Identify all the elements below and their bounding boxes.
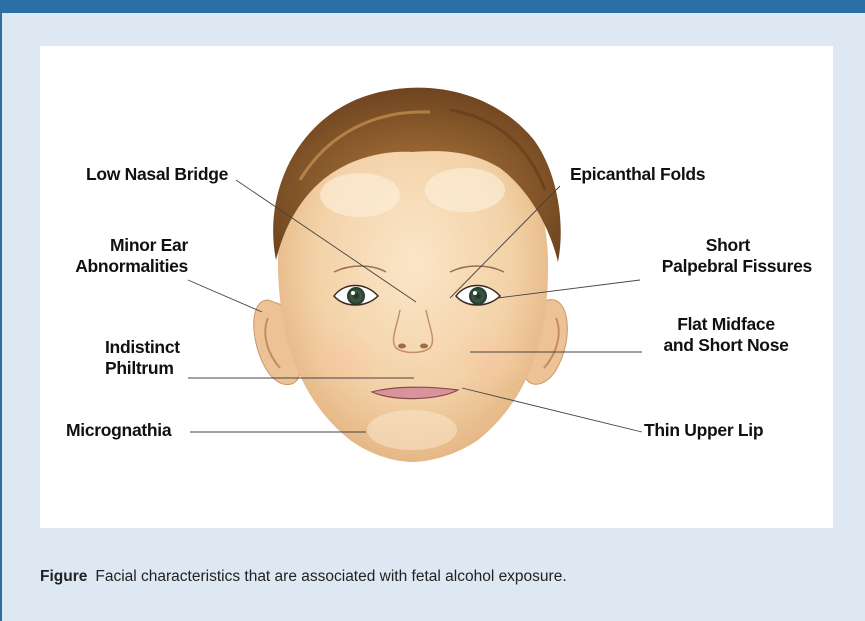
label-short-palpebral-line2: Palpebral Fissures xyxy=(628,256,812,277)
label-minor-ear-line2: Abnormalities xyxy=(56,256,188,277)
baby-face-illustration xyxy=(40,46,833,528)
label-indistinct-line2: Philtrum xyxy=(105,358,180,379)
figure-caption: Figure Facial characteristics that are as… xyxy=(40,568,567,586)
label-minor-ear-abnormalities: Minor Ear Abnormalities xyxy=(56,235,188,277)
caption-text: Facial characteristics that are associat… xyxy=(95,568,566,585)
label-flat-midface-line2: and Short Nose xyxy=(646,335,806,356)
label-flat-midface-line1: Flat Midface xyxy=(646,314,806,335)
left-accent-rule xyxy=(0,13,2,621)
leader-minor-ear xyxy=(188,280,262,312)
label-flat-midface-short-nose: Flat Midface and Short Nose xyxy=(646,314,806,356)
label-minor-ear-line1: Minor Ear xyxy=(56,235,188,256)
top-accent-bar xyxy=(0,0,865,13)
label-epicanthal-folds: Epicanthal Folds xyxy=(570,164,705,185)
caption-lead: Figure xyxy=(40,568,87,585)
label-short-palpebral-fissures: Short Palpebral Fissures xyxy=(628,235,812,277)
label-indistinct-philtrum: Indistinct Philtrum xyxy=(105,337,180,379)
label-thin-upper-lip: Thin Upper Lip xyxy=(644,420,763,441)
label-short-palpebral-line1: Short xyxy=(628,235,812,256)
illustration-panel xyxy=(40,46,833,528)
label-low-nasal-bridge: Low Nasal Bridge xyxy=(86,164,228,185)
label-indistinct-line1: Indistinct xyxy=(105,337,180,358)
label-micrognathia: Micrognathia xyxy=(66,420,171,441)
